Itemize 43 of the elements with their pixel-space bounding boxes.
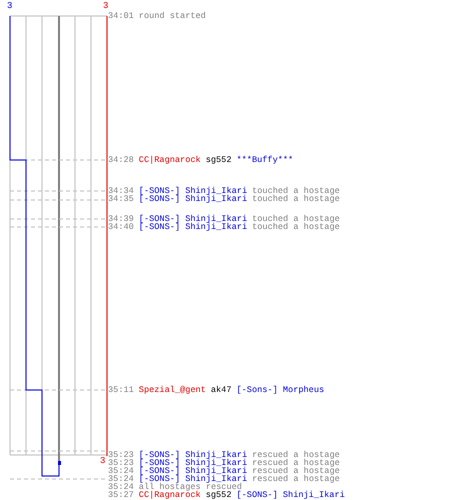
player-name: [-SONS-] Shinji_Ikari: [138, 194, 248, 204]
timestamp: 35:27: [108, 490, 134, 500]
weapon-name: sg552: [206, 155, 232, 165]
event-text: all hostages rescued: [138, 482, 242, 492]
timestamp: 35:23: [108, 450, 134, 460]
weapon-name: sg552: [206, 490, 232, 500]
timestamp: 34:39: [108, 214, 134, 224]
player-name: [-SONS-] Shinji_Ikari: [138, 450, 248, 460]
timestamp: 34:35: [108, 194, 134, 204]
event-text: round started: [138, 11, 206, 21]
event-text: touched a hostage: [252, 222, 340, 232]
timestamp: 35:24: [108, 474, 134, 484]
player-name: Spezial_@gent: [138, 385, 206, 395]
weapon-name: ak47: [210, 385, 232, 395]
player-name: CC|Ragnarock: [138, 490, 201, 500]
player-count: 3: [7, 2, 12, 11]
event-text: touched a hostage: [252, 214, 340, 224]
player-count: 3: [100, 457, 106, 466]
timestamp: 34:34: [108, 186, 134, 196]
player-count: 3: [103, 2, 108, 11]
timestamp: 35:24: [108, 466, 134, 476]
timestamp: 34:01: [108, 11, 134, 21]
player-name: ***Buffy***: [236, 155, 294, 165]
player-name: [-SONS-] Shinji_Ikari: [138, 466, 248, 476]
player-name: [-SONS-] Shinji_Ikari: [236, 490, 345, 500]
event-text: rescued a hostage: [252, 458, 340, 468]
player-name: [-SONS-] Shinji_Ikari: [138, 458, 248, 468]
timestamp: 35:24: [108, 482, 134, 492]
event-text: rescued a hostage: [252, 450, 340, 460]
timestamp: 35:11: [108, 385, 134, 395]
timestamp: 34:40: [108, 222, 134, 232]
event-text: rescued a hostage: [252, 474, 340, 484]
timestamp: 34:28: [108, 155, 134, 165]
player-name: [-Sons-] Morpheus: [236, 385, 324, 395]
event-text: touched a hostage: [252, 194, 340, 204]
event-text: rescued a hostage: [252, 466, 340, 476]
player-name: [-SONS-] Shinji_Ikari: [138, 222, 248, 232]
player-name: CC|Ragnarock: [138, 155, 201, 165]
event-text: touched a hostage: [252, 186, 340, 196]
player-name: [-SONS-] Shinji_Ikari: [138, 474, 248, 484]
player-name: [-SONS-] Shinji_Ikari: [138, 214, 248, 224]
timestamp: 35:23: [108, 458, 134, 468]
player-name: [-SONS-] Shinji_Ikari: [138, 186, 248, 196]
